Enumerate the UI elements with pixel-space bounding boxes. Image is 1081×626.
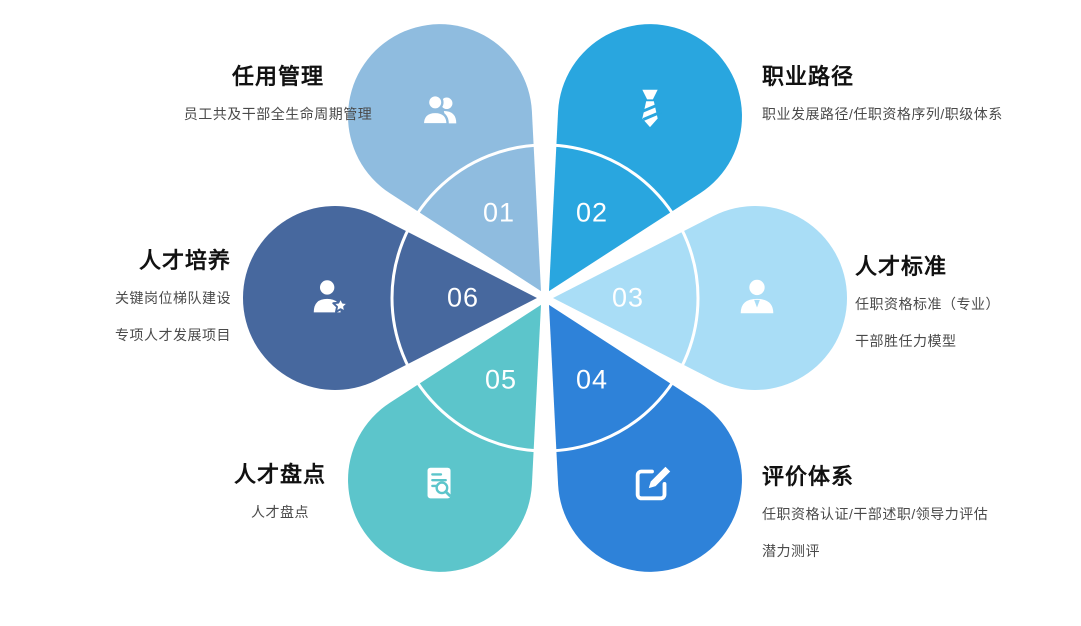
petal-number-03: 03 xyxy=(611,282,645,313)
label-desc-talent-development-1: 关键岗位梯队建设 xyxy=(115,290,231,306)
label-desc-talent-standard-1: 任职资格标准（专业） xyxy=(855,296,1000,312)
label-desc-talent-development-2: 专项人才发展项目 xyxy=(115,327,231,343)
petal-03 xyxy=(553,206,848,390)
label-desc-talent-review: 人才盘点 xyxy=(251,504,309,520)
petal-number-04: 04 xyxy=(575,364,609,395)
label-desc-evaluation-2: 潜力测评 xyxy=(762,543,820,559)
label-desc-career-path: 职业发展路径/任职资格序列/职级体系 xyxy=(762,106,1003,122)
petal-number-01: 01 xyxy=(482,197,516,228)
label-block-talent-review: 人才盘点 人才盘点 xyxy=(180,460,380,522)
person-star-icon xyxy=(308,274,354,320)
edit-icon xyxy=(630,460,676,506)
label-title-talent-development: 人才培养 xyxy=(138,248,231,273)
label-desc-talent-standard-2: 干部胜任力模型 xyxy=(855,333,957,349)
petal-number-02: 02 xyxy=(575,197,609,228)
petal-02 xyxy=(549,24,742,292)
label-desc-appointment: 员工共及干部全生命周期管理 xyxy=(183,106,373,122)
label-block-talent-development: 人才培养 关键岗位梯队建设 专项人才发展项目 xyxy=(6,246,231,345)
label-title-talent-review: 人才盘点 xyxy=(233,462,326,487)
petal-number-06: 06 xyxy=(446,282,480,313)
label-block-appointment: 任用管理 员工共及干部全生命周期管理 xyxy=(170,62,386,124)
center-ring xyxy=(390,143,700,453)
petal-06 xyxy=(242,206,537,390)
necktie-icon xyxy=(627,85,673,131)
label-title-talent-standard: 人才标准 xyxy=(855,254,948,279)
label-block-career-path: 职业路径 职业发展路径/任职资格序列/职级体系 xyxy=(762,62,1072,124)
business-person-icon xyxy=(734,274,780,320)
label-title-appointment: 任用管理 xyxy=(231,64,324,89)
petal-05 xyxy=(348,304,541,572)
petal-01 xyxy=(348,24,541,292)
users-icon xyxy=(417,87,463,133)
label-desc-evaluation-1: 任职资格认证/干部述职/领导力评估 xyxy=(762,506,989,522)
label-block-evaluation: 评价体系 任职资格认证/干部述职/领导力评估 潜力测评 xyxy=(762,462,1072,561)
label-title-evaluation: 评价体系 xyxy=(762,464,855,489)
label-block-talent-standard: 人才标准 任职资格标准（专业） 干部胜任力模型 xyxy=(855,252,1075,351)
petal-04 xyxy=(549,304,742,572)
label-title-career-path: 职业路径 xyxy=(762,64,855,89)
petal-number-05: 05 xyxy=(484,364,518,395)
report-search-icon xyxy=(417,461,463,507)
